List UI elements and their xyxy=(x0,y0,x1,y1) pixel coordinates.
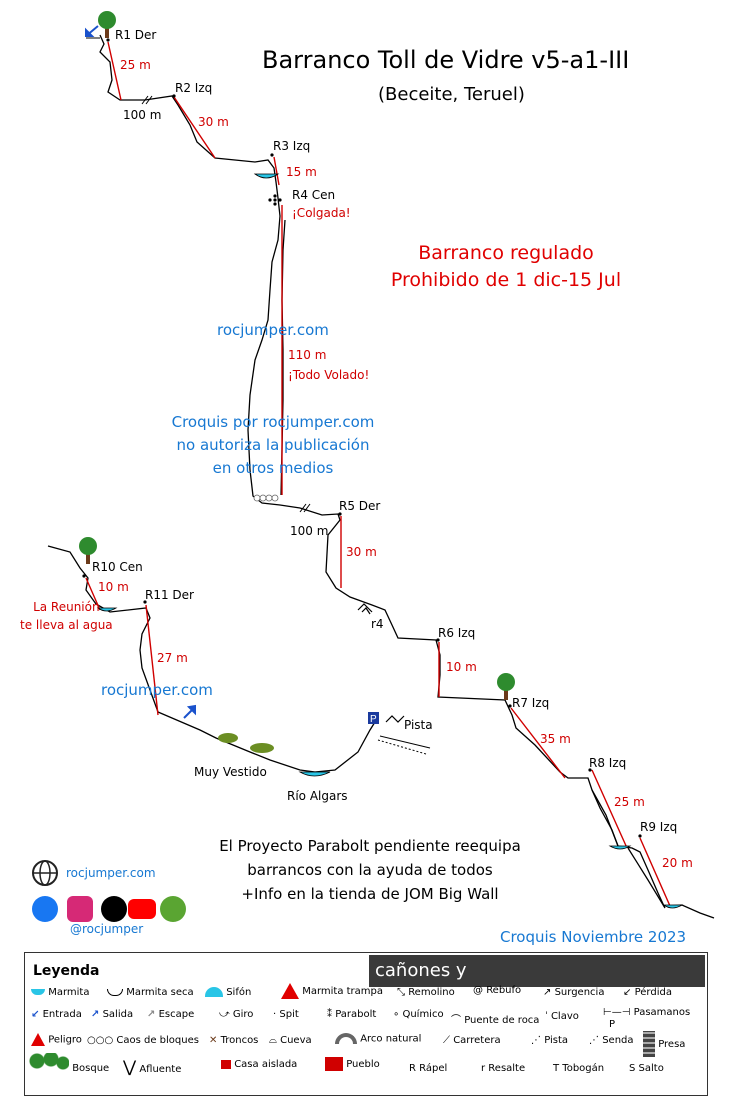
label-r6-len: 10 m xyxy=(446,660,477,674)
watermark-site-2: rocjumper.com xyxy=(101,681,213,699)
parking-icon: P xyxy=(368,712,379,725)
youtube-icon[interactable] xyxy=(128,899,156,919)
quimico-icon: ∘ xyxy=(393,1009,400,1020)
label-r6: R6 Izq xyxy=(438,626,476,640)
giro-icon: ⤻ xyxy=(219,1009,230,1020)
label-r4: R4 Cen xyxy=(292,188,336,202)
facebook-icon[interactable] xyxy=(32,896,58,922)
threads-icon[interactable] xyxy=(101,896,127,922)
rebufo-icon: @ xyxy=(473,985,483,996)
label-r8: R8 Izq xyxy=(589,756,627,770)
escape-icon: ↗ xyxy=(147,1009,156,1020)
label-r5-len: 30 m xyxy=(346,545,377,559)
salto-key: S Salto xyxy=(629,1063,664,1074)
watermark-site: rocjumper.com xyxy=(217,321,329,339)
label-r1-len: 25 m xyxy=(120,58,151,72)
label-r3-len: 15 m xyxy=(286,165,317,179)
marmita-trampa-icon xyxy=(281,983,299,999)
spit-icon: · xyxy=(273,1009,277,1020)
clavo-icon: ˈ xyxy=(545,1011,548,1022)
regulation-note: Barranco regulado Prohibido de 1 dic-15 … xyxy=(390,242,622,291)
remolino-icon: ⤡ xyxy=(397,987,405,998)
label-r4-resalte: r4 xyxy=(371,617,384,631)
puente-icon: ⌒ xyxy=(451,1015,461,1026)
troncos-icon: ✕ xyxy=(209,1035,218,1046)
page-subtitle: (Beceite, Teruel) xyxy=(378,84,525,105)
parabolt-icon: ⁑ xyxy=(327,1009,332,1020)
globe-icon[interactable] xyxy=(30,858,60,888)
label-r4-len: 110 m xyxy=(288,348,327,362)
label-r10: R10 Cen xyxy=(92,560,143,574)
entry-arrow-icon xyxy=(85,25,100,39)
label-muy-vestido: Muy Vestido xyxy=(194,765,267,779)
label-r11: R11 Der xyxy=(145,588,194,602)
copyright-note: Croquis por rocjumper.com no autoriza la… xyxy=(171,413,375,477)
exit-arrow-icon xyxy=(183,704,196,719)
label-r11-len: 27 m xyxy=(157,651,188,665)
marmita-seca-icon xyxy=(107,988,123,996)
pista-icon: ⋰ xyxy=(531,1035,541,1046)
label-r7: R7 Izq xyxy=(512,696,550,710)
tree-icon xyxy=(79,537,97,564)
legend-title: Leyenda xyxy=(33,963,100,979)
label-r1: R1 Der xyxy=(115,28,157,42)
croquis-date: Croquis Noviembre 2023 xyxy=(500,928,687,946)
label-r5: R5 Der xyxy=(339,499,381,513)
arco-icon xyxy=(335,1033,357,1044)
entrada-icon: ↙ xyxy=(31,1009,40,1020)
label-walk2: 100 m xyxy=(290,524,329,538)
tree-icon xyxy=(98,11,116,38)
leaf-icon[interactable] xyxy=(160,896,186,922)
label-r10-len: 10 m xyxy=(98,580,129,594)
parabolt-note: El Proyecto Parabolt pendiente reequipa … xyxy=(219,837,521,903)
label-r8-len: 25 m xyxy=(614,795,645,809)
marmita-icon xyxy=(31,989,45,995)
carretera-icon: ⟋ xyxy=(443,1035,450,1046)
resalte-key: r Resalte xyxy=(481,1063,526,1074)
tree-icon xyxy=(497,673,515,700)
svg-text:P: P xyxy=(370,714,377,725)
pasamanos-p: P xyxy=(609,1019,616,1030)
surgencia-icon: ↗ xyxy=(543,987,552,998)
label-rio: Río Algars xyxy=(287,789,348,803)
afluente-icon: ⋁ xyxy=(123,1057,137,1076)
salida-icon: ↗ xyxy=(91,1009,100,1020)
peligro-icon xyxy=(31,1033,45,1046)
page-title: Barranco Toll de Vidre v5-a1-III xyxy=(262,46,630,74)
label-r2: R2 Izq xyxy=(175,81,213,95)
label-r4-note2: ¡Todo Volado! xyxy=(288,368,370,382)
instagram-icon[interactable] xyxy=(67,896,93,922)
caos-icon: ○○○ xyxy=(87,1035,114,1046)
cueva-icon: ⌓ xyxy=(269,1035,277,1046)
pueblo-icon xyxy=(325,1057,343,1071)
presa-icon xyxy=(643,1031,655,1057)
legend: Leyenda cañones y barrancos rocjumper.co… xyxy=(24,952,708,1096)
label-r4-note: ¡Colgada! xyxy=(292,206,351,220)
pasamanos-icon: ⊢—⊣ xyxy=(603,1007,631,1018)
rappel-lines xyxy=(85,41,671,907)
tobogan-key: T Tobogán xyxy=(553,1063,605,1074)
perdida-icon: ↙ xyxy=(623,987,632,998)
bosque-icon xyxy=(29,1053,69,1083)
label-r7-len: 35 m xyxy=(540,732,571,746)
sifon-icon xyxy=(205,987,223,997)
label-pista: Pista xyxy=(404,718,433,732)
casa-icon xyxy=(221,1059,231,1069)
legend-banner: cañones y barrancos rocjumper.com xyxy=(369,955,705,1013)
label-r9: R9 Izq xyxy=(640,820,678,834)
label-r9-len: 20 m xyxy=(662,856,693,870)
label-r3: R3 Izq xyxy=(273,139,311,153)
social-site[interactable]: rocjumper.com xyxy=(66,866,156,880)
label-walk1: 100 m xyxy=(123,108,162,122)
label-reunion: La Reunión te lleva al agua xyxy=(20,600,113,632)
label-r2-len: 30 m xyxy=(198,115,229,129)
water-pools xyxy=(96,173,684,909)
turn-icon xyxy=(357,603,373,615)
senda-icon: ⋰ xyxy=(589,1035,599,1046)
social-handle: @rocjumper xyxy=(70,922,144,936)
rapel-key: R Rápel xyxy=(409,1063,448,1074)
pista-road xyxy=(377,735,431,755)
